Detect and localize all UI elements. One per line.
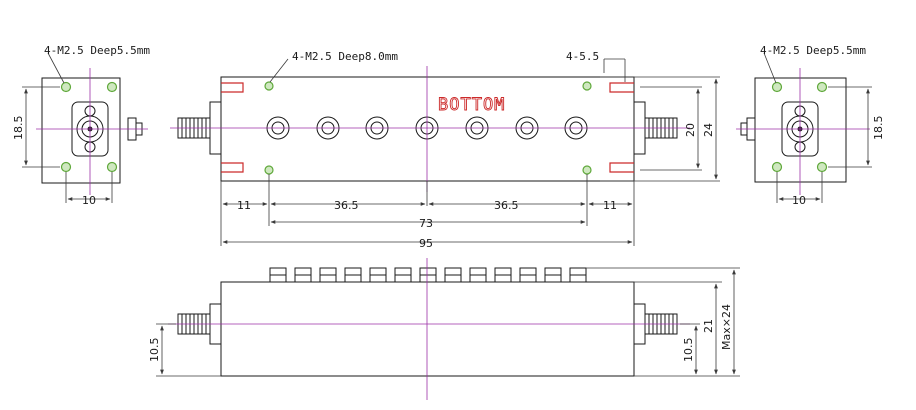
left-mounting-holes xyxy=(60,81,118,173)
bottom-view xyxy=(170,58,720,246)
front-max-dim: Max×24 xyxy=(720,304,733,350)
dim-11-right: 11 xyxy=(603,199,617,212)
dim-95: 95 xyxy=(419,237,433,250)
left-holes-label: 4-M2.5 Deep5.5mm xyxy=(44,44,150,57)
front-left-dim: 10.5 xyxy=(148,338,161,363)
dim-20: 20 xyxy=(684,123,697,137)
left-width-dim: 10 xyxy=(82,194,96,207)
front-view xyxy=(156,258,740,400)
bottom-label: BOTTOM xyxy=(438,95,505,115)
bottom-mounting-holes xyxy=(264,81,592,175)
dim-36-5-left: 36.5 xyxy=(334,199,359,212)
top-right-holes-label: 4-5.5 xyxy=(566,50,599,63)
right-height-dim: 18.5 xyxy=(872,116,885,141)
front-right-dim: 10.5 xyxy=(682,338,695,363)
front-screw-heads xyxy=(269,267,587,283)
slot-pockets xyxy=(221,82,634,173)
right-mounting-holes xyxy=(771,81,828,173)
front-21-dim: 21 xyxy=(702,319,715,333)
dim-24: 24 xyxy=(702,123,715,137)
left-end-view xyxy=(22,52,148,203)
right-holes-label: 4-M2.5 Deep5.5mm xyxy=(760,44,866,57)
dim-73: 73 xyxy=(419,217,433,230)
top-holes-label: 4-M2.5 Deep8.0mm xyxy=(292,50,398,63)
right-end-view xyxy=(736,52,872,203)
right-width-dim: 10 xyxy=(792,194,806,207)
dim-11-left: 11 xyxy=(237,199,251,212)
dim-36-5-right: 36.5 xyxy=(494,199,519,212)
left-height-dim: 18.5 xyxy=(12,116,25,141)
